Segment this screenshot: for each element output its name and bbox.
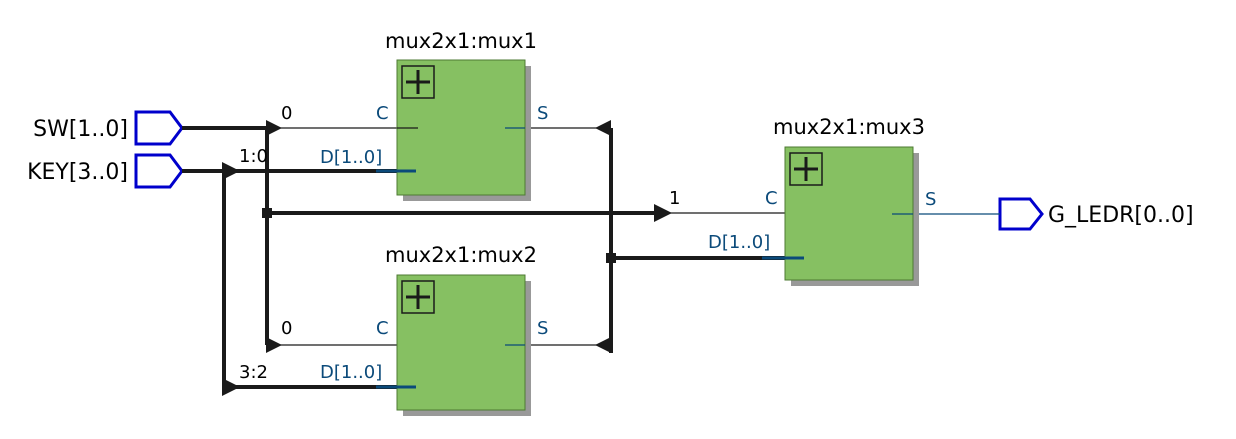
input-port-icon	[134, 110, 184, 146]
mux3-c-pin: C	[765, 188, 778, 209]
key-label: KEY[3..0]	[27, 160, 128, 185]
ledr-output-port[interactable]: G_LEDR[0..0]	[998, 197, 1194, 231]
expand-plus-icon[interactable]	[789, 152, 823, 186]
mux1-s-pin: S	[537, 103, 548, 124]
bus-merge-arrow	[595, 120, 611, 136]
bus-tap-arrow	[222, 162, 240, 180]
bus-tap-arrow	[654, 204, 672, 222]
mux3-block[interactable]: mux2x1:mux3 C D[1..0] S	[708, 115, 936, 286]
block-body	[396, 59, 526, 196]
junction-dot	[262, 208, 272, 218]
expand-plus-icon[interactable]	[401, 280, 435, 314]
mux2-d-slice-label: 3:2	[239, 362, 268, 383]
mux1-c-pin: C	[376, 103, 389, 124]
expand-plus-icon[interactable]	[401, 65, 435, 99]
mux1-block[interactable]: mux2x1:mux1 C D[1..0] S	[320, 29, 548, 201]
mux1-c-bit-label: 0	[281, 103, 292, 124]
mux1-d-slice-label: 1:0	[239, 146, 268, 167]
bus-tap-arrow	[222, 378, 240, 396]
block-body	[396, 274, 526, 411]
mux2-c-pin: C	[376, 318, 389, 339]
bus-tap-arrow	[266, 337, 282, 353]
key-bus-wires	[182, 169, 416, 389]
mux3-d-pin: D[1..0]	[708, 232, 770, 253]
sw-bus-wires	[182, 126, 806, 346]
input-port-icon	[134, 153, 184, 189]
mux2-block[interactable]: mux2x1:mux2 C D[1..0] S	[320, 243, 548, 416]
mux2-c-bit-label: 0	[281, 318, 292, 339]
output-port-icon	[998, 197, 1044, 231]
mux3-s-pin: S	[925, 189, 936, 210]
mux1-d-pin: D[1..0]	[320, 147, 382, 168]
bus-merge-arrow	[595, 337, 611, 353]
mux3-c-bit-label: 1	[669, 188, 680, 209]
mux3-title: mux2x1:mux3	[773, 115, 925, 139]
bus-tap-arrow	[266, 120, 282, 136]
mux2-s-pin: S	[537, 318, 548, 339]
ledr-label: G_LEDR[0..0]	[1048, 203, 1194, 228]
mux2-d-pin: D[1..0]	[320, 362, 382, 383]
key-input-port[interactable]: KEY[3..0]	[27, 153, 184, 189]
junction-dot	[606, 253, 616, 263]
mux1-title: mux2x1:mux1	[385, 29, 537, 53]
sw-label: SW[1..0]	[33, 117, 128, 142]
mux2-title: mux2x1:mux2	[385, 243, 537, 267]
sw-input-port[interactable]: SW[1..0]	[33, 110, 184, 146]
